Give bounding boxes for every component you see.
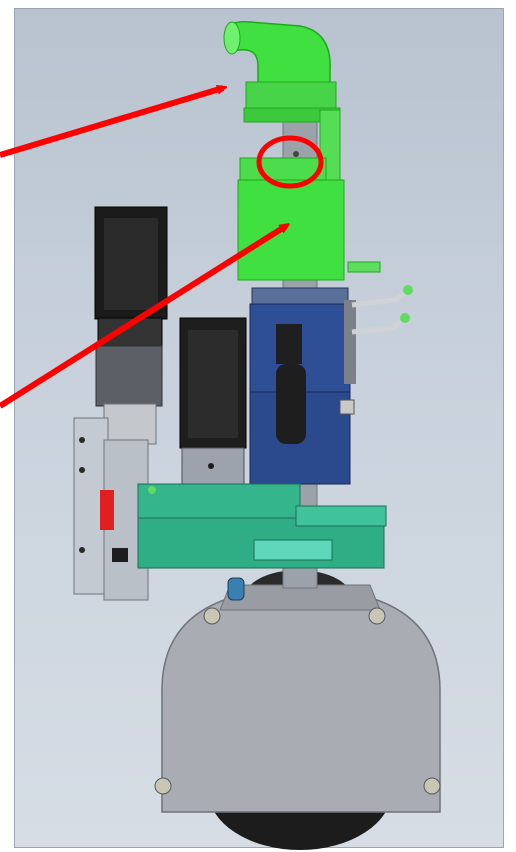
wheel-shell-body	[161, 587, 441, 813]
air-line	[351, 288, 410, 308]
red-arrow-icon	[0, 88, 223, 158]
air-line	[351, 316, 407, 335]
gearbox	[95, 345, 163, 407]
middle-servo-motor	[179, 317, 247, 489]
side-fitting	[339, 399, 355, 415]
top-fitting	[347, 261, 381, 273]
spring-coupler	[227, 577, 245, 601]
plate-screw	[79, 437, 85, 443]
blue-unit-cap	[251, 287, 349, 307]
shell-bolt	[423, 777, 441, 795]
motor-fins	[188, 330, 238, 438]
red-stop	[100, 490, 114, 530]
shell-bolt	[203, 607, 221, 625]
rail-block	[112, 548, 128, 562]
red-circle-icon	[256, 135, 324, 189]
pneumatic-cylinder	[276, 364, 306, 444]
wheel-shell	[154, 577, 441, 813]
air-fittings	[347, 261, 413, 335]
base-step	[295, 505, 387, 527]
set-screw	[293, 151, 299, 157]
side-bracket	[344, 300, 356, 384]
fitting-cap	[400, 313, 410, 323]
duct-elbow	[225, 21, 331, 91]
plate-screw	[79, 467, 85, 473]
base-window	[253, 539, 333, 561]
duct-inlet	[223, 21, 241, 55]
gearbox-mount	[103, 403, 157, 445]
top-bracket-arm	[137, 483, 301, 521]
base-frame	[73, 417, 387, 601]
shell-bolt	[154, 777, 172, 795]
shell-bolt	[368, 607, 386, 625]
blue-drive-unit	[249, 287, 356, 485]
plate-screw	[79, 547, 85, 553]
housing-body	[237, 179, 345, 281]
clamp-block	[276, 324, 302, 364]
fitting-cap	[148, 486, 156, 494]
motor-fins	[104, 218, 158, 310]
left-servo-motor	[94, 206, 168, 445]
fitting-cap	[403, 285, 413, 295]
mount-bolt	[208, 463, 214, 469]
red-arrow-icon	[0, 226, 286, 409]
duct-collar	[245, 81, 337, 113]
